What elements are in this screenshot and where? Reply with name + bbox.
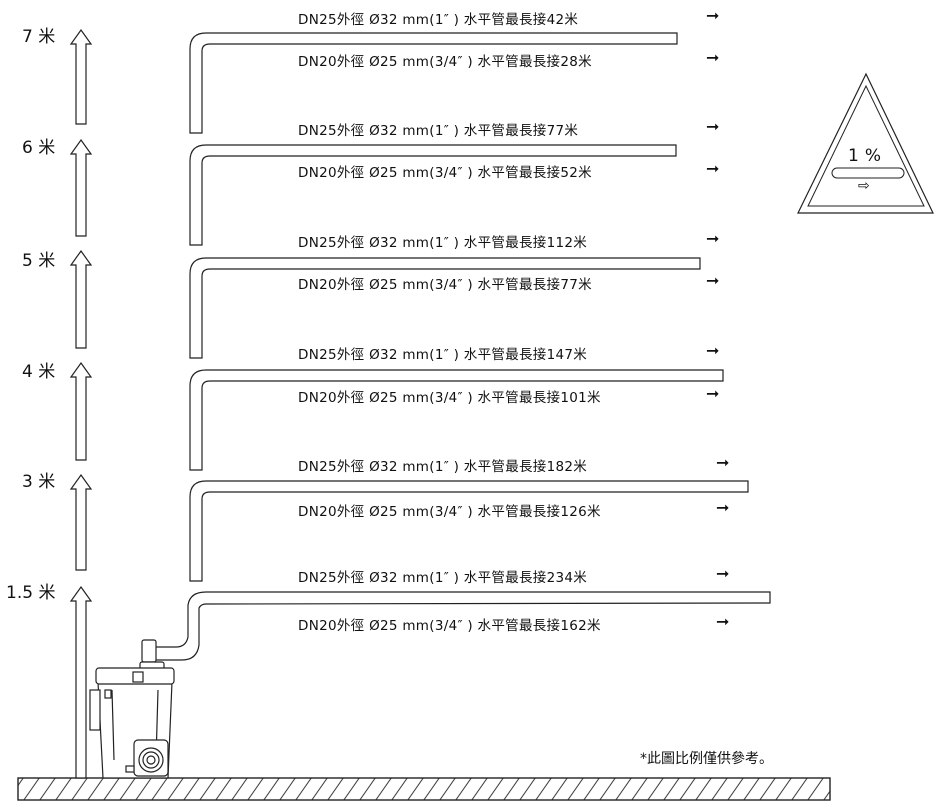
pipe-runs xyxy=(189,32,771,605)
flow-arrow-icon: ➞ xyxy=(716,564,730,583)
dn25-max-length-label: DN25外徑 Ø32 mm(1″ ) 水平管最長接112米 xyxy=(298,235,588,251)
dn25-max-length-label: DN25外徑 Ø32 mm(1″ ) 水平管最長接77米 xyxy=(298,123,579,139)
height-arrow xyxy=(69,361,93,461)
height-arrow xyxy=(69,138,93,237)
dn25-max-length-label: DN25外徑 Ø32 mm(1″ ) 水平管最長接147米 xyxy=(298,347,588,363)
flow-arrow-icon: ➞ xyxy=(706,117,720,136)
flow-arrow-icon: ➞ xyxy=(706,48,720,67)
dn20-max-length-label: DN20外徑 Ø25 mm(3/4″ ) 水平管最長接101米 xyxy=(298,390,601,406)
flow-arrow-icon: ➞ xyxy=(706,271,720,290)
dn20-max-length-label: DN20外徑 Ø25 mm(3/4″ ) 水平管最長接77米 xyxy=(298,277,592,293)
height-label: 7 米 xyxy=(22,27,56,47)
flow-arrow-icon: ➞ xyxy=(716,498,730,517)
slope-percent: 1 % xyxy=(848,146,882,166)
slope-arrow-icon: ⇨ xyxy=(858,178,871,194)
flow-arrow-icon: ➞ xyxy=(706,341,720,360)
dn20-max-length-label: DN20外徑 Ø25 mm(3/4″ ) 水平管最長接52米 xyxy=(298,165,592,181)
height-label: 6 米 xyxy=(22,138,56,158)
flow-arrow-icon: ➞ xyxy=(716,453,730,472)
height-label: 5 米 xyxy=(22,251,56,271)
scale-footnote: *此圖比例僅供參考。 xyxy=(640,751,773,767)
dn20-max-length-label: DN20外徑 Ø25 mm(3/4″ ) 水平管最長接28米 xyxy=(298,54,592,70)
dn25-max-length-label: DN25外徑 Ø32 mm(1″ ) 水平管最長接182米 xyxy=(298,459,588,475)
flow-arrow-icon: ➞ xyxy=(706,6,720,25)
slope-sign xyxy=(797,72,934,214)
flow-arrow-icon: ➞ xyxy=(706,384,720,403)
height-arrow xyxy=(69,473,93,571)
ground-slab xyxy=(17,777,831,801)
height-label: 3 米 xyxy=(22,472,56,492)
dn25-max-length-label: DN25外徑 Ø32 mm(1″ ) 水平管最長接234米 xyxy=(298,570,588,586)
flow-arrow-icon: ➞ xyxy=(706,229,720,248)
pipe-run xyxy=(189,257,701,359)
height-arrow xyxy=(69,249,93,349)
pipe-run xyxy=(189,480,749,582)
flow-arrow-icon: ➞ xyxy=(706,159,720,178)
height-arrows xyxy=(69,28,93,779)
flow-arrow-icon: ➞ xyxy=(716,612,730,631)
pipe-run xyxy=(189,144,677,246)
dn20-max-length-label: DN20外徑 Ø25 mm(3/4″ ) 水平管最長接162米 xyxy=(298,618,601,634)
dn25-max-length-label: DN25外徑 Ø32 mm(1″ ) 水平管最長接42米 xyxy=(298,12,579,28)
pipe-run xyxy=(189,32,678,134)
dn20-max-length-label: DN20外徑 Ø25 mm(3/4″ ) 水平管最長接126米 xyxy=(298,504,601,520)
height-arrow xyxy=(69,585,93,779)
pipe-run xyxy=(205,591,771,605)
pipe-run xyxy=(189,369,724,471)
pump-unit xyxy=(89,591,207,779)
height-arrow xyxy=(69,28,93,125)
height-label: 4 米 xyxy=(22,362,56,382)
height-label: 1.5 米 xyxy=(6,583,56,603)
